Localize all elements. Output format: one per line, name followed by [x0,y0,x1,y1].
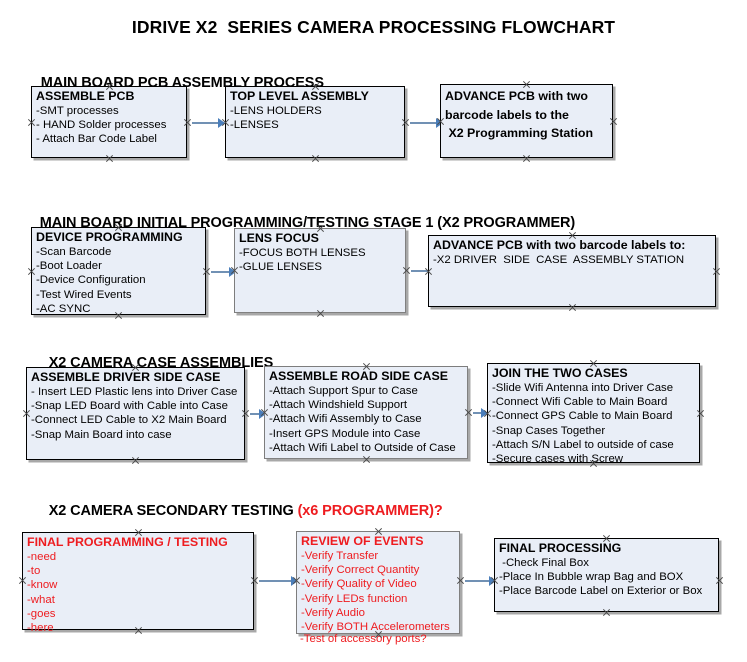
node-line: -Verify Audio [301,606,365,619]
connector-line [465,580,491,582]
node-line: -LENSES [230,119,279,132]
node-device-programming[interactable]: DEVICE PROGRAMMING -Scan Barcode -Boot L… [31,227,206,315]
node-assemble-pcb[interactable]: ASSEMBLE PCB -SMT processes - HAND Solde… [31,86,187,158]
node-line: -what [27,593,55,606]
node-line: -Connect GPS Cable to Main Board [492,410,673,423]
node-title: ASSEMBLE PCB [36,89,135,103]
node-line: - Insert LED Plastic lens into Driver Ca… [31,386,238,398]
node-title: ASSEMBLE ROAD SIDE CASE [269,369,448,383]
node-line: -Snap Cases Together [492,424,606,437]
node-line: - HAND Solder processes [36,119,167,132]
section-heading-red-note: (x6 PROGRAMMER)? [297,503,443,519]
node-line: -goes [27,607,56,620]
node-line: -FOCUS BOTH LENSES [239,247,366,259]
connector-line [250,413,263,415]
node-line: -Test Wired Events [36,288,132,301]
section-heading-secondary-testing: X2 CAMERA SECONDARY TESTING (x6 PROGRAMM… [33,487,443,535]
node-line-overflow: -Test of accessory ports? [300,633,427,645]
node-line: -to [27,565,41,578]
node-line: -Attach Wifi Assembly to Case [269,413,422,426]
node-line: -Boot Loader [36,260,102,273]
node-line: -Snap Main Board into case [31,428,172,441]
node-line: -know [27,579,58,592]
node-top-level-assembly[interactable]: TOP LEVEL ASSEMBLY -LENS HOLDERS -LENSES [225,86,405,158]
node-title: FINAL PROGRAMMING / TESTING [27,535,228,549]
connector-arrowhead [229,267,236,277]
node-line: -Verify LEDs function [301,592,408,605]
node-title: REVIEW OF EVENTS [301,534,424,548]
node-join-the-two-cases[interactable]: JOIN THE TWO CASES -Slide Wifi Antenna i… [487,363,700,466]
node-title: LENS FOCUS [239,231,319,245]
connector-line [411,270,433,272]
node-line: -Snap LED Board with Cable into Case [31,400,228,413]
connector-line [259,580,293,582]
node-line: -Insert GPS Module into Case [269,427,421,440]
node-line: -Attach Support Spur to Case [269,385,418,397]
node-line: -Attach S/N Label to outside of case [492,438,674,451]
page-title: IDRIVE X2 SERIES CAMERA PROCESSING FLOWC… [131,17,616,37]
node-line: -Verify BOTH Accelerometers [301,621,450,634]
connector-line [473,412,485,414]
node-title: ADVANCE PCB with two [445,89,588,103]
node-lens-focus[interactable]: LENS FOCUS -FOCUS BOTH LENSES -GLUE LENS… [234,228,406,313]
node-title: ASSEMBLE DRIVER SIDE CASE [31,370,221,384]
node-advance-pcb-driver-side-station[interactable]: ADVANCE PCB with two barcode labels to: … [428,235,716,307]
node-line: -LENS HOLDERS [230,105,322,117]
node-line: -Secure cases with Screw [492,453,624,466]
node-final-programming-testing[interactable]: FINAL PROGRAMMING / TESTING -need -to -k… [22,532,254,634]
node-line: -Check Final Box [499,557,589,569]
node-line: -Scan Barcode [36,246,112,258]
node-line: -Verify Transfer [301,550,379,562]
connector-line [211,271,231,273]
node-title: TOP LEVEL ASSEMBLY [230,89,369,103]
connector-arrowhead [481,408,488,418]
node-final-processing[interactable]: FINAL PROCESSING -Check Final Box -Place… [494,538,719,612]
node-line: -Attach Windshield Support [269,399,408,412]
node-line: -GLUE LENSES [239,261,322,274]
node-line: -X2 DRIVER SIDE CASE ASSEMBLY STATION [433,254,685,266]
node-advance-pcb-programming-station[interactable]: ADVANCE PCB with two barcode labels to t… [440,84,613,158]
node-line: -here [27,622,54,635]
node-line: -Place In Bubble wrap Bag and BOX [499,571,684,584]
node-review-of-events[interactable]: REVIEW OF EVENTS -Verify Transfer -Verif… [296,531,460,634]
node-line: -Connect LED Cable to X2 Main Board [31,414,227,427]
connector-line [410,122,438,124]
node-line: -SMT processes [36,105,119,117]
node-line: -Slide Wifi Antenna into Driver Case [492,382,674,394]
connector-arrowhead [489,576,496,586]
connector-arrowhead [259,409,266,419]
connector-arrowhead [436,118,443,128]
node-line: -Verify Correct Quantity [301,564,420,577]
node-line: -Attach Wifi Label to Outside of Case [269,441,456,454]
node-assemble-driver-side-case[interactable]: ASSEMBLE DRIVER SIDE CASE - Insert LED P… [26,367,245,460]
node-title: JOIN THE TWO CASES [492,366,628,380]
section-heading-text: X2 CAMERA SECONDARY TESTING [48,503,298,519]
node-line: -Place Barcode Label on Exterior or Box [499,585,703,598]
node-title: DEVICE PROGRAMMING [36,230,183,244]
node-assemble-road-side-case[interactable]: ASSEMBLE ROAD SIDE CASE -Attach Support … [264,366,468,459]
node-title: ADVANCE PCB with two barcode labels to: [433,238,686,252]
node-line: -Connect Wifi Cable to Main Board [492,396,668,409]
node-title: FINAL PROCESSING [499,541,622,555]
node-line: -AC SYNC [36,302,91,315]
node-line: -Device Configuration [36,274,146,287]
node-line: -Verify Quality of Video [301,578,417,591]
connector-arrowhead [291,576,298,586]
connector-arrowhead [218,118,225,128]
node-line: - Attach Bar Code Label [36,133,157,146]
node-title: barcode labels to the [445,107,569,122]
connector-line [192,122,220,124]
node-title: X2 Programming Station [445,126,594,140]
node-line: -need [27,551,57,563]
